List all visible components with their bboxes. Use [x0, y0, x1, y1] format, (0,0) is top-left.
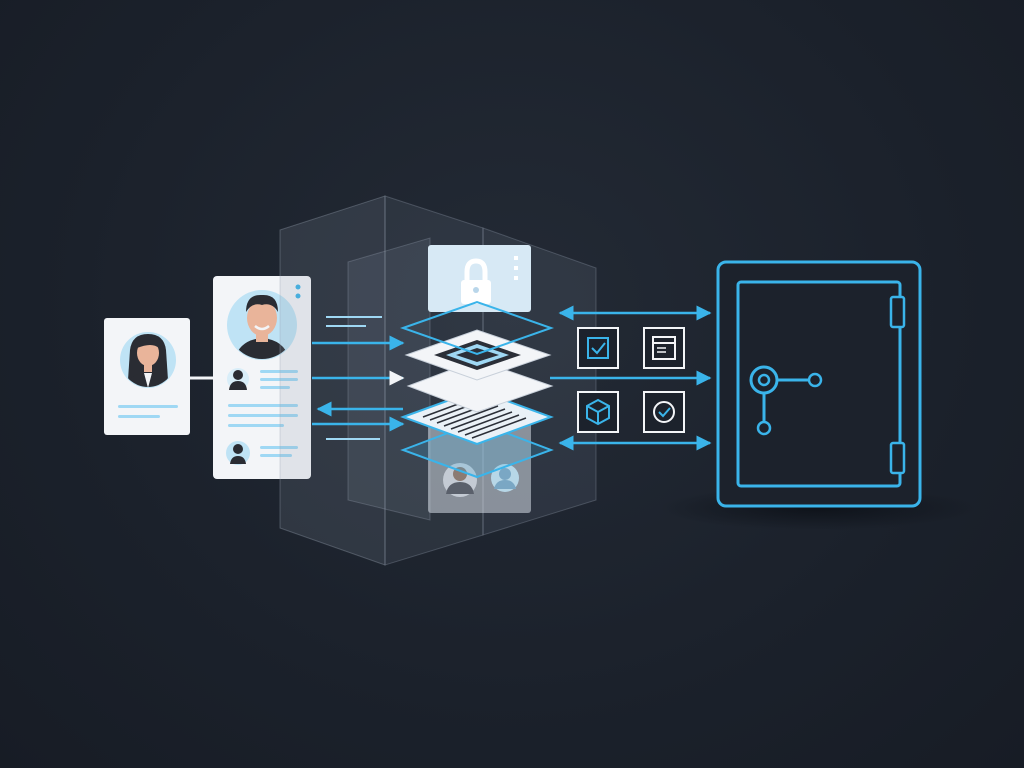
checkbox-icon [577, 327, 619, 369]
left-flow-lines [312, 316, 405, 440]
text-line [260, 454, 292, 457]
text-line [260, 386, 290, 389]
right-flow-arrows [550, 305, 712, 451]
window-panel-icon [643, 327, 685, 369]
padlock-icon [428, 245, 531, 312]
text-line [260, 446, 298, 449]
person-avatar-icon [491, 464, 519, 492]
person-avatar-icon [226, 441, 250, 465]
person-silhouette-icon [227, 368, 249, 390]
encryption-stack [399, 245, 555, 513]
text-line [260, 370, 298, 373]
checkmark-circle-icon [643, 391, 685, 433]
woman-avatar-icon [120, 332, 176, 388]
profile-card-large [213, 276, 311, 479]
dot-indicator [295, 284, 301, 290]
man-avatar-icon [227, 290, 297, 360]
vault-handle [749, 365, 823, 436]
text-line [118, 415, 160, 418]
profile-card-small [104, 318, 190, 435]
cube-icon [577, 391, 619, 433]
dot-indicator [295, 293, 301, 299]
action-icons [577, 327, 685, 433]
vault-hinge [889, 295, 906, 329]
layer-stack-icon [399, 300, 555, 479]
text-line [260, 378, 298, 381]
text-line [228, 424, 284, 427]
text-line [228, 414, 298, 417]
text-line [118, 405, 178, 408]
vault-hinge [889, 441, 906, 475]
text-line [228, 404, 298, 407]
safe-vault-icon [660, 260, 976, 530]
